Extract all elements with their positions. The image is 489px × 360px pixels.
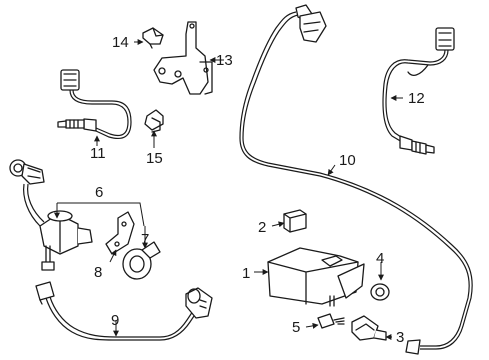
callout-7: 7 (141, 231, 149, 248)
part-10-vapor-line (239, 4, 473, 355)
part-11-oxygen-sensor (57, 69, 132, 140)
part-6-valve-assembly (9, 159, 93, 271)
part-3-vent-valve (351, 315, 387, 341)
callout-labels: 14 13 11 15 12 10 6 7 8 2 1 4 5 3 9 (90, 34, 425, 346)
callout-4: 4 (376, 250, 384, 267)
part-12-oxygen-sensor (382, 27, 455, 155)
part-4-grommet (370, 283, 390, 301)
part-14-clip (142, 27, 164, 49)
callout-12: 12 (408, 90, 425, 107)
callout-8: 8 (94, 264, 102, 281)
callout-3: 3 (396, 329, 404, 346)
part-1-canister (267, 247, 365, 307)
part-15-clip (144, 109, 164, 133)
leader-lines (54, 39, 403, 340)
part-13-bracket (153, 21, 213, 95)
callout-2: 2 (258, 219, 266, 236)
callout-1: 1 (242, 265, 250, 282)
callout-5: 5 (292, 319, 300, 336)
callout-14: 14 (112, 34, 129, 51)
callout-6: 6 (95, 184, 103, 201)
part-7-clamp (122, 241, 161, 280)
part-2-filter (283, 209, 307, 233)
callout-11: 11 (90, 145, 106, 162)
callout-10: 10 (339, 152, 356, 169)
callout-15: 15 (146, 150, 163, 167)
part-9-vapor-tube (35, 281, 213, 341)
part-5-screw (317, 313, 345, 329)
part-8-bracket (105, 211, 135, 255)
callout-13: 13 (216, 52, 233, 69)
callout-9: 9 (111, 312, 119, 329)
